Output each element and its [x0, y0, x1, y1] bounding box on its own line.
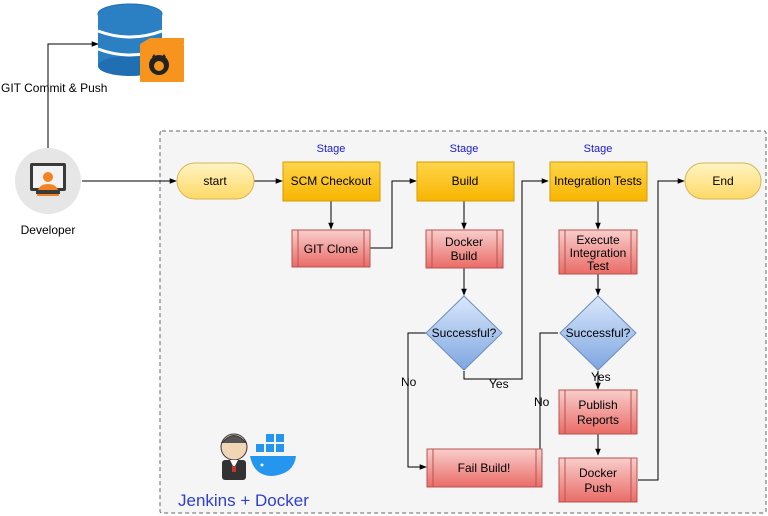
- commit-push-label: GIT Commit & Push: [1, 81, 107, 95]
- end-terminal: End: [684, 162, 762, 200]
- github-icon: [140, 38, 184, 82]
- stage-label-3: Stage: [584, 143, 613, 155]
- decision-successful-1: Successful?: [425, 295, 503, 371]
- decision-1-label: Successful?: [432, 326, 497, 340]
- docker-build-task: Docker Build: [425, 229, 504, 269]
- scm-checkout-label: SCM Checkout: [291, 174, 372, 188]
- docker-push-task: Docker Push: [558, 457, 638, 503]
- execute-label-1: Execute: [576, 233, 620, 247]
- decision-2-label: Successful?: [566, 326, 631, 340]
- build-stage: Build: [416, 161, 515, 202]
- stage-label-1: Stage: [317, 143, 346, 155]
- jenkins-docker-icon: [220, 433, 296, 480]
- publish-reports-task: Publish Reports: [558, 389, 638, 435]
- integration-tests-stage: Integration Tests: [549, 161, 648, 202]
- scm-checkout-stage: SCM Checkout: [282, 161, 381, 202]
- edge-label-no-1: No: [401, 375, 417, 389]
- git-clone-task: GIT Clone: [291, 229, 371, 268]
- docker-build-label-1: Docker: [445, 235, 483, 249]
- build-label: Build: [452, 174, 479, 188]
- edge-label-yes-1: Yes: [489, 377, 509, 391]
- fail-build-label: Fail Build!: [458, 461, 511, 475]
- stage-label-2: Stage: [450, 143, 479, 155]
- publish-label-2: Reports: [577, 413, 619, 427]
- docker-push-label-1: Docker: [579, 466, 617, 480]
- git-clone-label: GIT Clone: [304, 242, 359, 256]
- execute-label-2: Integration: [570, 246, 627, 260]
- jenkins-docker-title: Jenkins + Docker: [178, 491, 309, 510]
- publish-label-1: Publish: [578, 398, 617, 412]
- edge-label-no-2: No: [534, 395, 550, 409]
- docker-push-label-2: Push: [584, 481, 611, 495]
- execute-integration-test-task: Execute Integration Test: [558, 229, 638, 275]
- fail-build-task: Fail Build!: [426, 448, 543, 488]
- start-label: start: [203, 174, 227, 188]
- integration-tests-label: Integration Tests: [554, 174, 642, 188]
- edge-label-yes-2: Yes: [591, 370, 611, 384]
- developer-label: Developer: [21, 223, 76, 237]
- start-terminal: start: [176, 162, 255, 200]
- developer-icon: [15, 148, 81, 214]
- docker-build-label-2: Build: [451, 249, 478, 263]
- end-label: End: [712, 174, 733, 188]
- execute-label-3: Test: [587, 259, 610, 273]
- decision-successful-2: Successful?: [559, 295, 637, 371]
